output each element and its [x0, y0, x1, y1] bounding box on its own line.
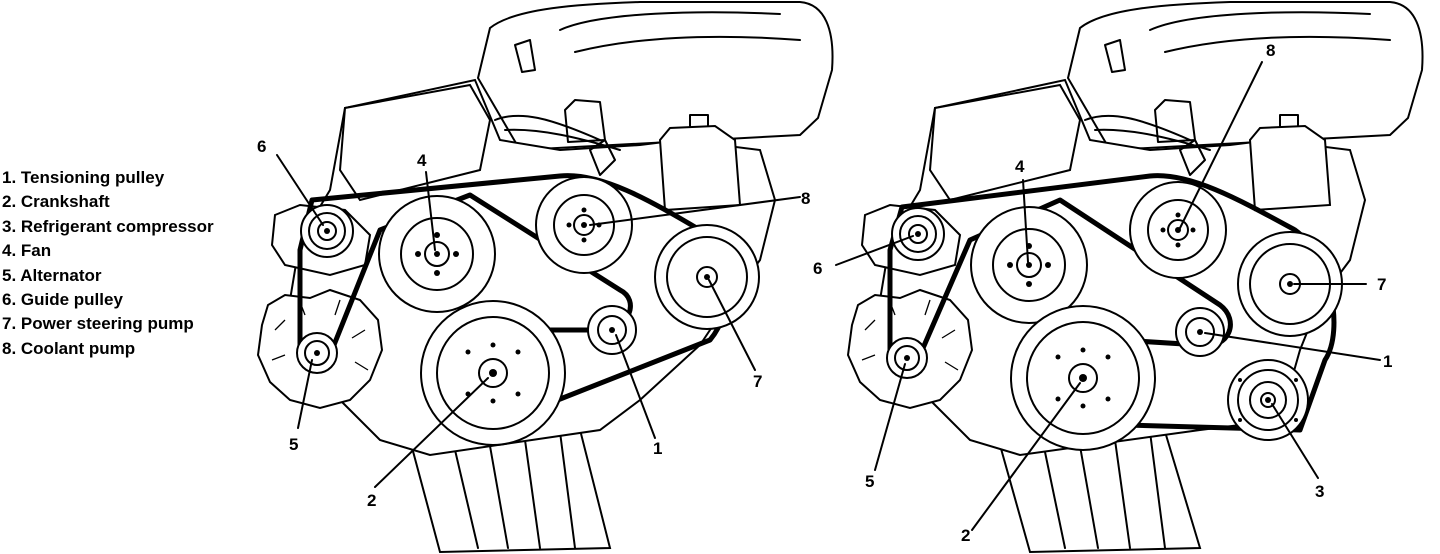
fan-pulley	[970, 206, 1088, 324]
left-callout-7: 7	[753, 372, 762, 391]
coolant-pump-pulley	[535, 176, 633, 274]
valve-cover	[476, 0, 834, 152]
legend-item-fan: 4. Fan	[2, 241, 52, 261]
power-steering-reservoir	[1248, 124, 1332, 212]
power-steering-pump-pulley	[654, 224, 760, 330]
right-callout-5: 5	[865, 472, 874, 491]
crankshaft-pulley	[1010, 305, 1156, 451]
alternator-pulley	[886, 337, 928, 379]
legend-item-alternator: 5. Alternator	[2, 265, 102, 285]
left-callout-2: 2	[367, 491, 376, 510]
power-steering-pump-pulley	[1237, 231, 1343, 337]
engine-diagram-without-ac: 6 4 8 5 2 1 7	[256, 0, 834, 554]
legend-item-coolant-pump: 8. Coolant pump	[2, 338, 136, 358]
power-steering-reservoir	[658, 124, 742, 212]
right-callout-1: 1	[1383, 352, 1392, 371]
valve-cover	[1066, 0, 1424, 152]
left-callout-1: 1	[653, 439, 662, 458]
tensioning-pulley	[587, 305, 637, 355]
left-callout-6: 6	[257, 137, 266, 156]
right-callout-3: 3	[1315, 482, 1324, 501]
guide-pulley	[891, 207, 945, 261]
right-callout-8: 8	[1266, 41, 1275, 60]
right-callout-4: 4	[1015, 157, 1025, 176]
alternator-pulley	[296, 332, 338, 374]
legend-item-crankshaft: 2. Crankshaft	[2, 192, 110, 212]
guide-pulley	[300, 204, 354, 258]
coolant-pump-pulley	[1129, 181, 1227, 279]
crankshaft-pulley	[420, 300, 566, 446]
left-callout-8: 8	[801, 189, 810, 208]
left-callout-4: 4	[417, 151, 427, 170]
right-callout-6: 6	[813, 259, 822, 278]
component-legend: 1. Tensioning pulley 2. Crankshaft 3. Re…	[2, 166, 214, 361]
left-callout-5: 5	[289, 435, 298, 454]
legend-item-tensioning-pulley: 1. Tensioning pulley	[2, 168, 165, 187]
timing-cover	[338, 83, 492, 202]
legend-item-power-steering-pump: 7. Power steering pump	[2, 314, 194, 334]
timing-cover	[928, 83, 1082, 202]
right-callout-7: 7	[1377, 275, 1386, 294]
legend-item-guide-pulley: 6. Guide pulley	[2, 290, 123, 310]
legend-item-refrigerant-compressor: 3. Refrigerant compressor	[2, 216, 214, 236]
tensioning-pulley	[1175, 307, 1225, 357]
fan-pulley	[378, 195, 496, 313]
refrigerant-compressor-pulley	[1227, 359, 1309, 441]
right-callout-2: 2	[961, 526, 970, 545]
engine-diagram-with-ac: 8 4 6 7 1 5 2 3	[813, 0, 1424, 554]
